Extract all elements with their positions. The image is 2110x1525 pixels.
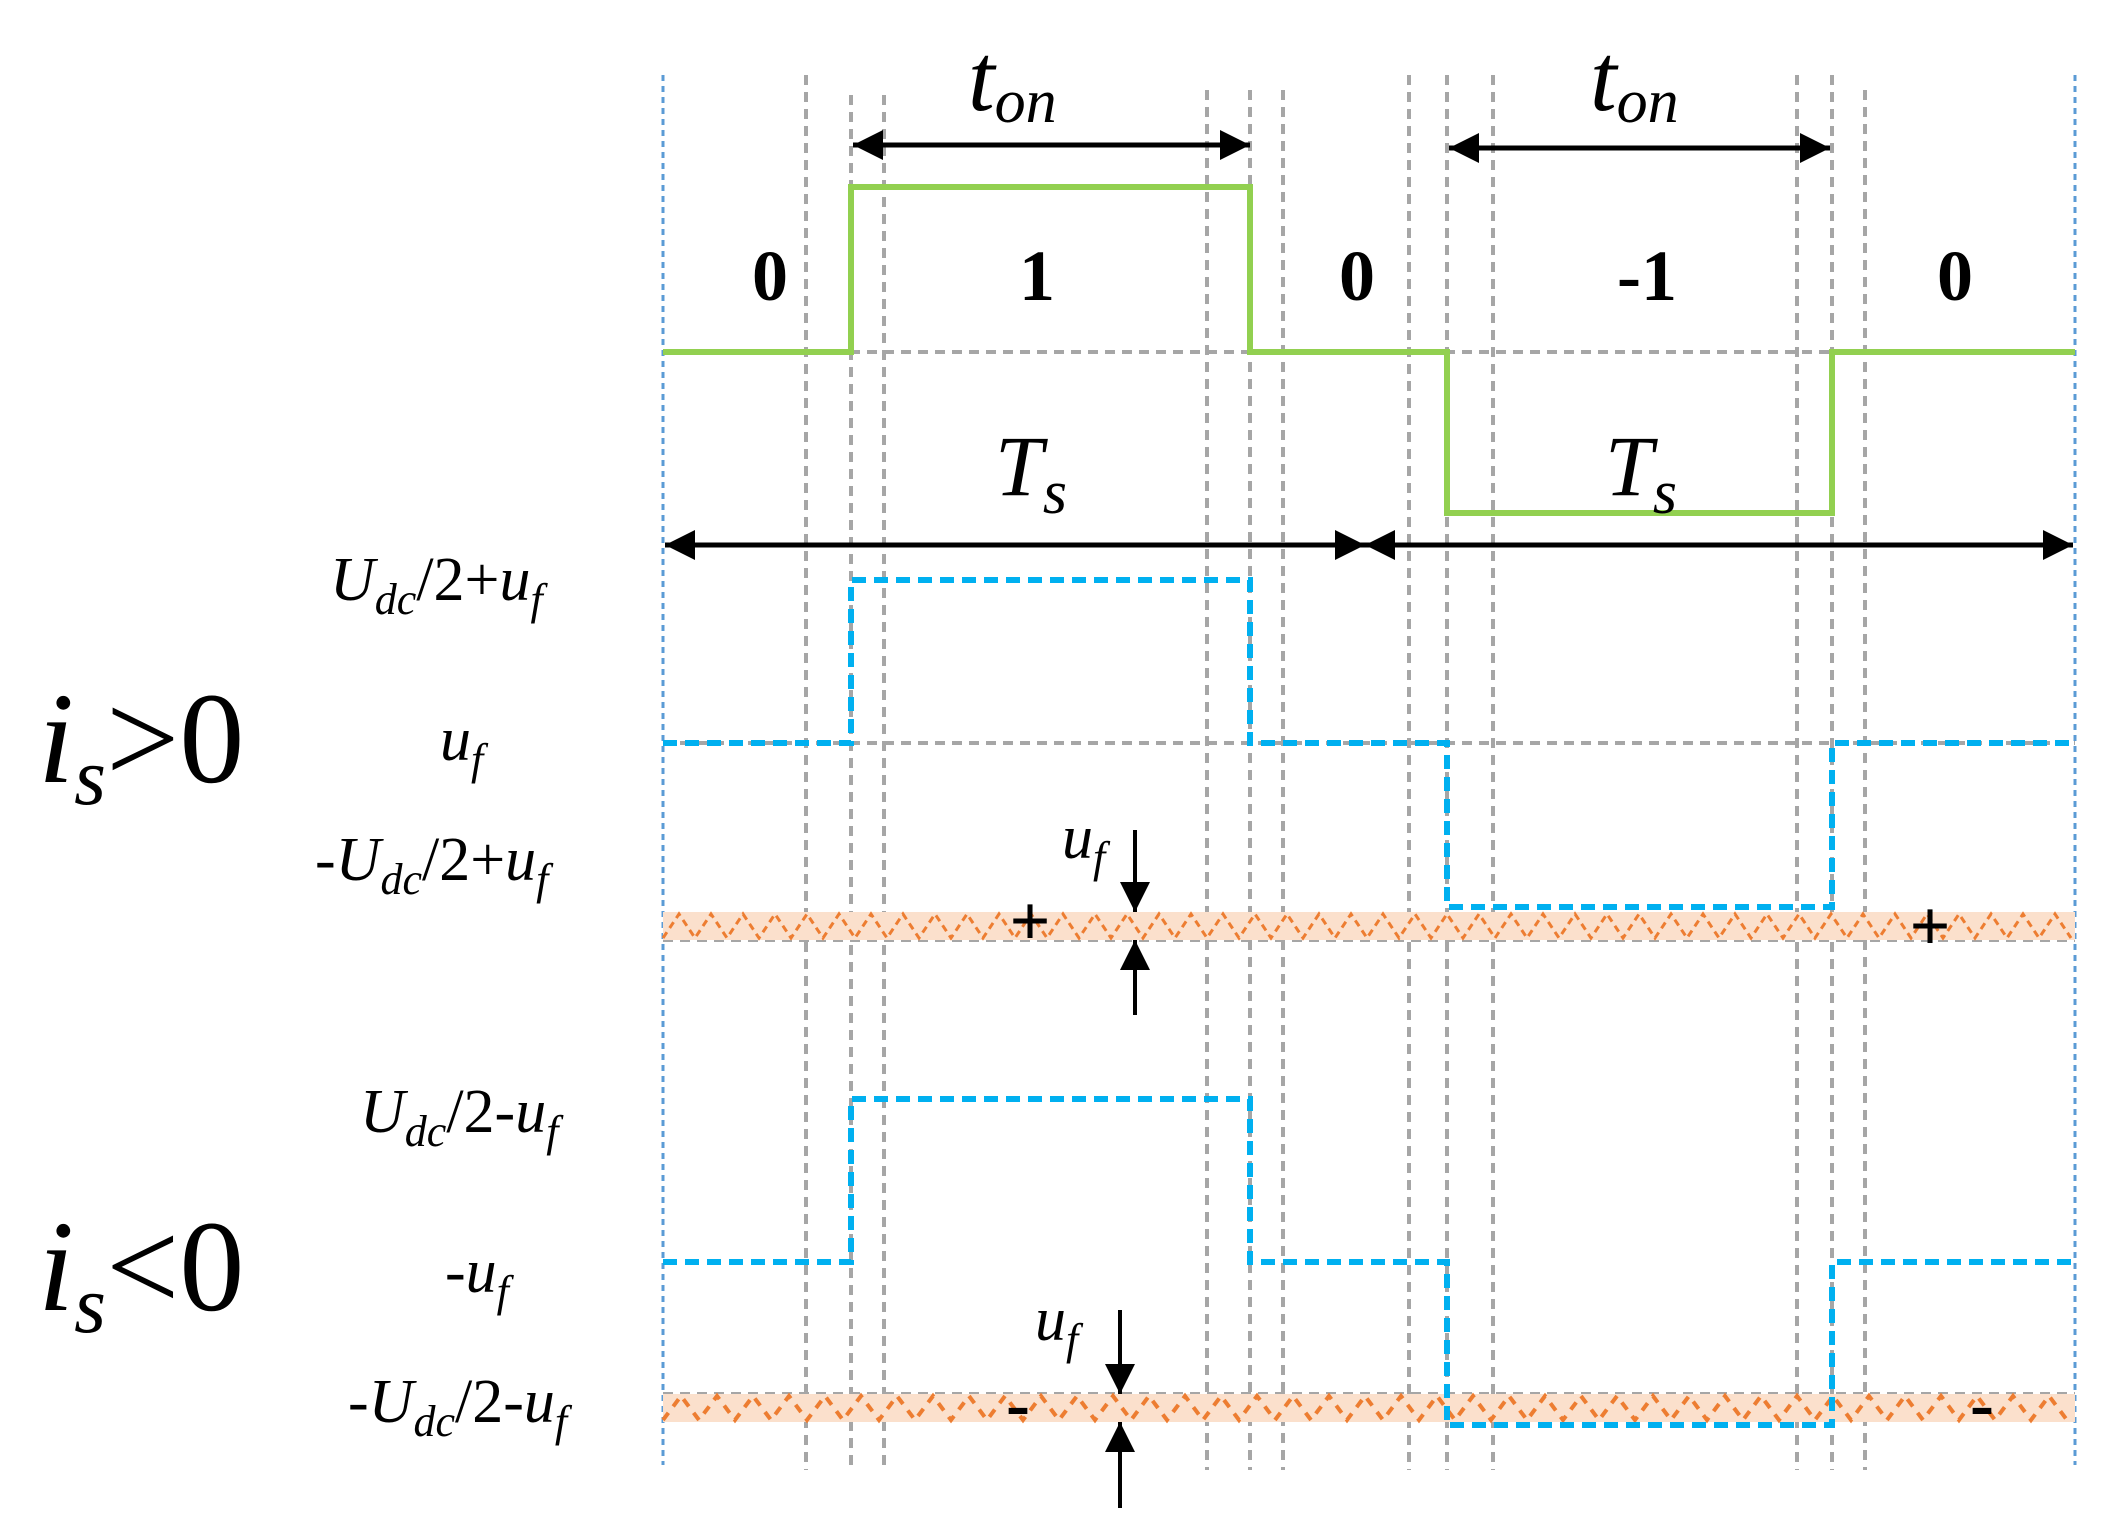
state-label: 0 — [1339, 236, 1375, 316]
state-label: 0 — [1937, 236, 1973, 316]
level-label-neg-udc-half-minus-uf: -Udc/2-uf — [348, 1368, 573, 1446]
state-label: 0 — [752, 236, 788, 316]
ts-label: Ts — [1605, 418, 1677, 527]
ton-label: ton — [1590, 24, 1679, 136]
uf-error-label-negative: uf — [1035, 1286, 1084, 1364]
level-label-udc-half-plus-uf: Udc/2+uf — [330, 546, 549, 624]
output-voltage-negative-current — [663, 1096, 2075, 1428]
error-sign-minus: - — [1970, 1364, 1994, 1444]
error-sign-plus: + — [1009, 881, 1050, 961]
ts-label: Ts — [995, 418, 1067, 527]
level-label-neg-udc-half-plus-uf: -Udc/2+uf — [315, 826, 554, 904]
error-sign-plus: + — [1909, 886, 1950, 966]
switching-signal — [663, 184, 2075, 516]
negative-current-condition: is<0 — [38, 1195, 244, 1350]
state-label: -1 — [1617, 236, 1677, 316]
uf-error-label-positive: uf — [1062, 804, 1111, 882]
level-label-neg-uf: -uf — [445, 1238, 515, 1316]
error-band-positive-zigzag — [661, 911, 2073, 941]
level-label-uf: uf — [440, 706, 489, 784]
level-label-udc-half-minus-uf: Udc/2-uf — [360, 1078, 564, 1156]
error-sign-minus: - — [1006, 1364, 1030, 1444]
positive-current-condition: is>0 — [38, 667, 244, 822]
ton-label: ton — [968, 24, 1057, 136]
output-voltage-positive-current — [663, 577, 2075, 910]
state-label: 1 — [1019, 236, 1055, 316]
